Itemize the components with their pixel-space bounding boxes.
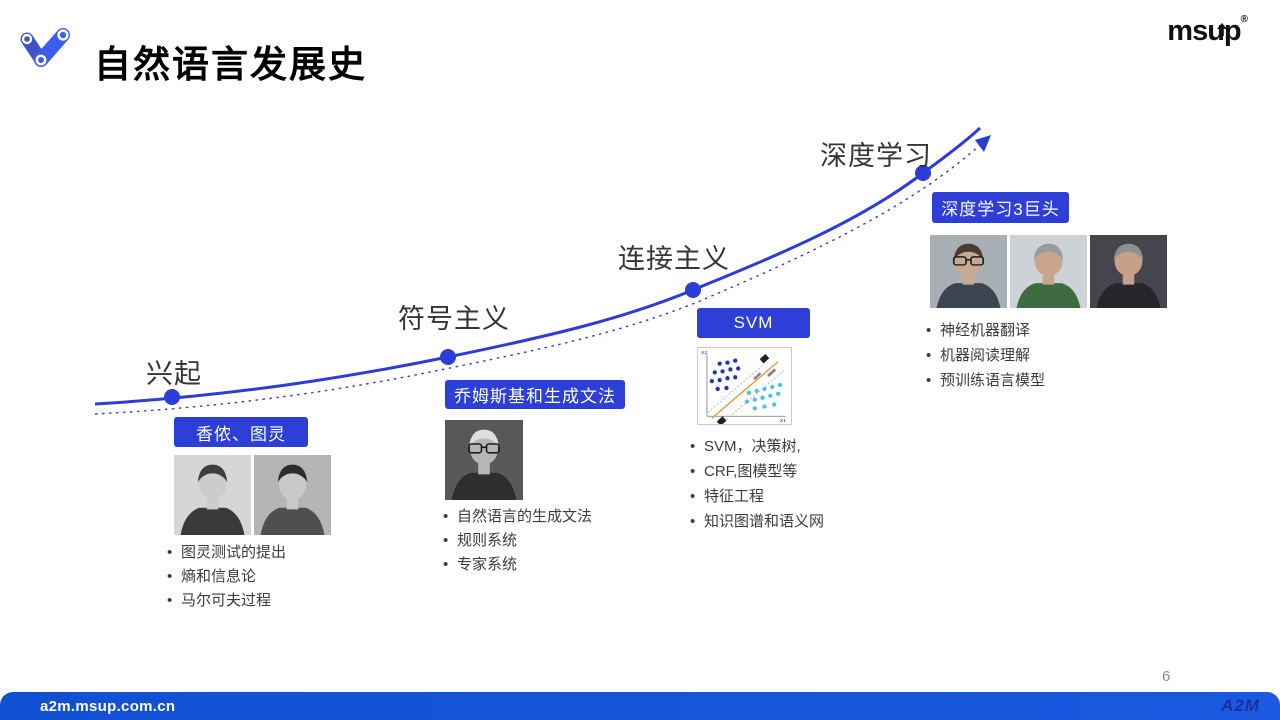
stage-label-connectionism: 连接主义 xyxy=(618,244,730,274)
footer-url: a2m.msup.com.cn xyxy=(40,697,176,715)
photo-row-stage-4 xyxy=(930,235,1167,308)
bengio-photo xyxy=(1090,235,1167,308)
badge-shannon-turing: 香侬、图灵 xyxy=(174,417,308,447)
bullet-list-rise: 图灵测试的提出 熵和信息论 马尔可夫过程 xyxy=(167,541,286,613)
lecun-photo xyxy=(930,235,1007,308)
shannon-photo xyxy=(174,455,251,535)
bullet-list-symbolism: 自然语言的生成文法 规则系统 专家系统 xyxy=(443,505,592,577)
list-item: 熵和信息论 xyxy=(167,565,286,589)
list-item: SVM，决策树, xyxy=(690,434,824,459)
stage-label-rise: 兴起 xyxy=(146,359,202,389)
page-number: 6 xyxy=(1162,668,1171,685)
photo-row-stage-2 xyxy=(445,420,523,500)
bullet-list-connectionism: SVM，决策树, CRF,图模型等 特征工程 知识图谱和语义网 xyxy=(690,434,824,534)
list-item: 知识图谱和语义网 xyxy=(690,509,824,534)
milestone-dot-3 xyxy=(685,282,701,298)
milestone-dot-1 xyxy=(164,389,180,405)
msup-up-arrow-icon xyxy=(1217,23,1228,36)
list-item: 机器阅读理解 xyxy=(926,343,1045,368)
badge-svm: SVM xyxy=(697,308,810,338)
dotted-curve xyxy=(94,143,982,415)
svm-scatter-figure: X2 X1 xyxy=(697,347,792,425)
arrow-head-icon xyxy=(975,135,991,152)
svm-data-points xyxy=(709,358,783,411)
svm-xlabel: X1 xyxy=(780,418,786,424)
list-item: 规则系统 xyxy=(443,529,592,553)
list-item: 图灵测试的提出 xyxy=(167,541,286,565)
stage-label-deep-learning: 深度学习 xyxy=(820,141,932,171)
photo-row-stage-1 xyxy=(174,455,331,535)
list-item: 专家系统 xyxy=(443,553,592,577)
footer-bar: a2m.msup.com.cn A2M xyxy=(0,692,1280,720)
svm-boundary-line xyxy=(711,361,779,419)
stage-label-symbolism: 符号主义 xyxy=(398,304,510,334)
turing-photo xyxy=(254,455,331,535)
svm-ylabel: X2 xyxy=(701,350,707,356)
list-item: CRF,图模型等 xyxy=(690,459,824,484)
msup-logo: msup® xyxy=(1167,14,1248,54)
badge-chomsky-generative-grammar: 乔姆斯基和生成文法 xyxy=(445,380,625,409)
registered-mark: ® xyxy=(1240,14,1248,25)
chomsky-photo xyxy=(445,420,523,500)
svm-end-marks xyxy=(716,353,777,424)
list-item: 自然语言的生成文法 xyxy=(443,505,592,529)
msup-logo-text: msup xyxy=(1167,15,1241,47)
a2m-logo: A2M xyxy=(1221,696,1260,715)
milestone-dot-2 xyxy=(440,349,456,365)
slide-logo-checkmark-icon xyxy=(20,28,70,67)
page-title: 自然语言发展史 xyxy=(94,45,367,86)
badge-deep-learning-three-giants: 深度学习3巨头 xyxy=(932,192,1069,223)
list-item: 预训练语言模型 xyxy=(926,368,1045,393)
list-item: 神经机器翻译 xyxy=(926,318,1045,343)
list-item: 特征工程 xyxy=(690,484,824,509)
list-item: 马尔可夫过程 xyxy=(167,589,286,613)
hinton-photo xyxy=(1010,235,1087,308)
bullet-list-deep-learning: 神经机器翻译 机器阅读理解 预训练语言模型 xyxy=(926,318,1045,393)
